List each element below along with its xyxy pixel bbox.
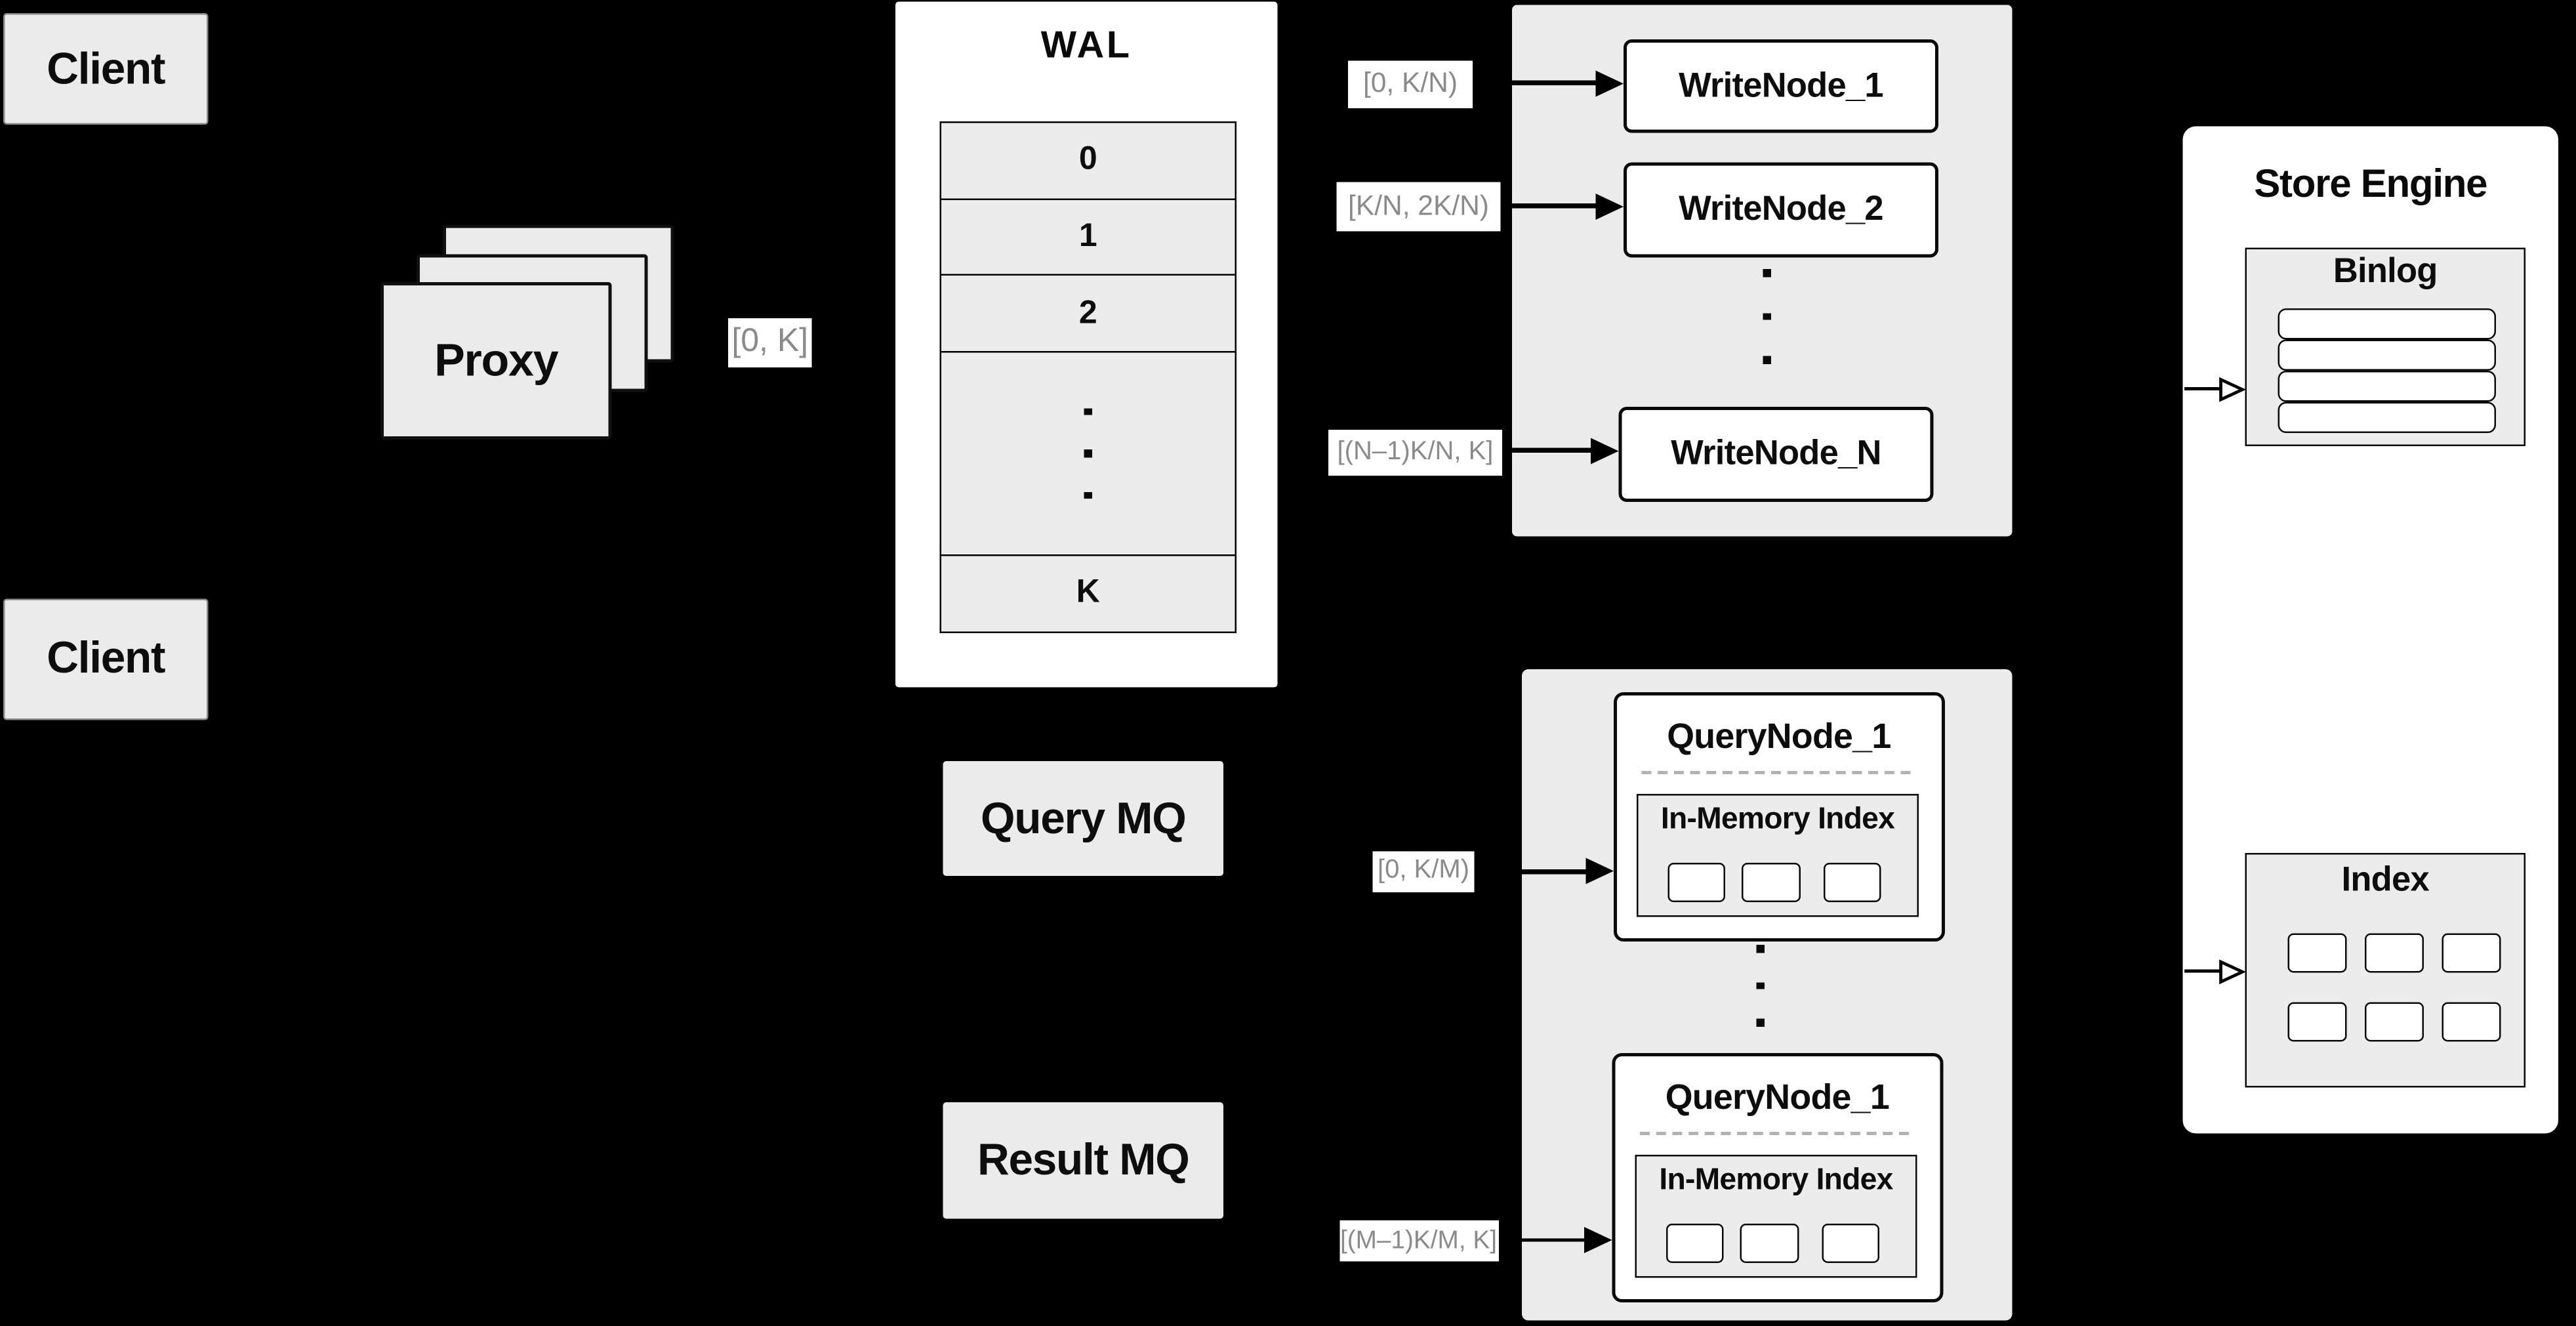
wal-row-ellipsis	[939, 351, 1237, 556]
query-node-1-title-wrap: QueryNode_1	[1617, 717, 1941, 758]
query-node-2-title-wrap: QueryNode_1	[1616, 1078, 1940, 1119]
write-node-1-box: WriteNode_1	[1624, 39, 1938, 133]
result-mq-box: Result MQ	[943, 1101, 1223, 1218]
write-node-1-label: WriteNode_1	[1679, 66, 1883, 104]
query-node-ellipsis-dots	[1756, 945, 1764, 1027]
index-segment-chip	[1666, 1224, 1724, 1263]
wal-ellipsis-dots	[1084, 407, 1092, 499]
arrow-to-querynode-1-line	[1522, 869, 1591, 874]
binlog-title: Binlog	[2333, 253, 2438, 291]
dot-icon	[1084, 491, 1092, 499]
write-node-2-box: WriteNode_2	[1624, 161, 1938, 257]
binlog-bar	[2278, 402, 2496, 433]
query-node-1-title: QueryNode_1	[1667, 716, 1891, 756]
range-label-m1km-k: [(M–1)K/M, K]	[1339, 1220, 1498, 1262]
index-cell	[2442, 1002, 2501, 1042]
wal-title: WAL	[1040, 22, 1132, 65]
binlog-bar	[2278, 308, 2496, 340]
index-segment-chip	[1824, 863, 1881, 902]
dot-icon	[1756, 945, 1764, 953]
result-mq-label: Result MQ	[977, 1134, 1190, 1184]
arrow-to-querynode-1-head	[1585, 858, 1614, 884]
range-label-0-km: [0, K/M)	[1372, 850, 1475, 893]
arrow-to-writenode-n-line	[1509, 447, 1596, 453]
arrow-to-writenode-n-head	[1591, 437, 1619, 464]
index-box: Index	[2245, 853, 2525, 1088]
arrow-to-querynode-2-line	[1522, 1237, 1591, 1243]
arrow-to-index-line	[2184, 969, 2222, 973]
write-node-n-label: WriteNode_N	[1671, 434, 1881, 472]
wal-table: 0 1 2 K	[939, 121, 1237, 634]
wal-panel: WAL 0 1 2 K	[895, 1, 1278, 688]
index-cell	[2365, 933, 2424, 973]
client-top-label: Client	[47, 43, 165, 93]
arrow-to-index-head	[2219, 959, 2245, 984]
store-engine-title: Store Engine	[2254, 162, 2487, 207]
arrow-to-writenode-1-line	[1509, 80, 1601, 85]
index-cell	[2365, 1002, 2424, 1042]
query-node-1-divider	[1641, 771, 1911, 774]
dot-icon	[1084, 449, 1092, 457]
index-segment-chip	[1742, 863, 1801, 902]
dot-icon	[1756, 982, 1764, 989]
dot-icon	[1763, 312, 1770, 320]
proxy-label: Proxy	[434, 335, 559, 386]
in-memory-index-2-title: In-Memory Index	[1659, 1161, 1893, 1196]
in-memory-index-1-title: In-Memory Index	[1660, 800, 1895, 835]
wal-row-0: 0	[939, 121, 1237, 200]
proxy-card-front: Proxy	[380, 282, 612, 440]
query-node-2-box: QueryNode_1 In-Memory Index	[1612, 1053, 1943, 1302]
binlog-bar	[2278, 339, 2496, 371]
wal-row-1: 1	[939, 197, 1237, 277]
in-memory-index-1-box: In-Memory Index	[1637, 794, 1919, 917]
query-node-1-box: QueryNode_1 In-Memory Index	[1614, 692, 1944, 942]
dot-icon	[1756, 1018, 1764, 1027]
index-segment-chip	[1667, 863, 1725, 902]
index-cell	[2287, 933, 2347, 973]
query-mq-label: Query MQ	[980, 793, 1187, 842]
in-memory-index-2-box: In-Memory Index	[1635, 1155, 1917, 1278]
range-label-0-kn: [0, K/N)	[1348, 60, 1473, 108]
binlog-bar	[2278, 371, 2496, 402]
write-node-2-label: WriteNode_2	[1679, 189, 1883, 228]
client-bottom-label: Client	[47, 633, 165, 683]
client-top-box: Client	[3, 13, 209, 125]
index-cell	[2442, 933, 2501, 973]
range-label-kn-2kn: [K/N, 2K/N)	[1336, 182, 1501, 232]
client-bottom-box: Client	[3, 598, 209, 720]
wal-row-2: 2	[939, 274, 1237, 354]
arrow-to-writenode-2-head	[1595, 192, 1624, 219]
index-segment-chip	[1822, 1224, 1879, 1263]
arrow-to-binlog-head	[2219, 376, 2245, 402]
dot-icon	[1084, 407, 1092, 416]
index-segment-chip	[1740, 1224, 1799, 1263]
arrow-to-writenode-2-line	[1509, 203, 1601, 209]
arrow-to-binlog-line	[2184, 387, 2222, 390]
wal-row-k: K	[939, 553, 1237, 634]
range-label-n1kn-k: [(N–1)K/N, K]	[1328, 428, 1502, 475]
dot-icon	[1763, 269, 1770, 277]
store-engine-panel: Store Engine Binlog Index	[2182, 126, 2558, 1134]
index-title: Index	[2341, 861, 2430, 900]
write-node-n-box: WriteNode_N	[1618, 405, 1934, 501]
range-label-0-k: [0, K]	[728, 317, 812, 367]
dot-icon	[1763, 356, 1770, 364]
binlog-box: Binlog	[2245, 247, 2525, 446]
index-cell	[2287, 1002, 2347, 1042]
write-node-ellipsis-dots	[1763, 269, 1770, 364]
arrow-to-querynode-2-head	[1584, 1226, 1612, 1253]
arrow-to-writenode-1-head	[1595, 70, 1624, 96]
query-node-2-divider	[1640, 1132, 1909, 1135]
query-node-2-title: QueryNode_1	[1665, 1077, 1890, 1117]
query-mq-box: Query MQ	[943, 761, 1223, 876]
